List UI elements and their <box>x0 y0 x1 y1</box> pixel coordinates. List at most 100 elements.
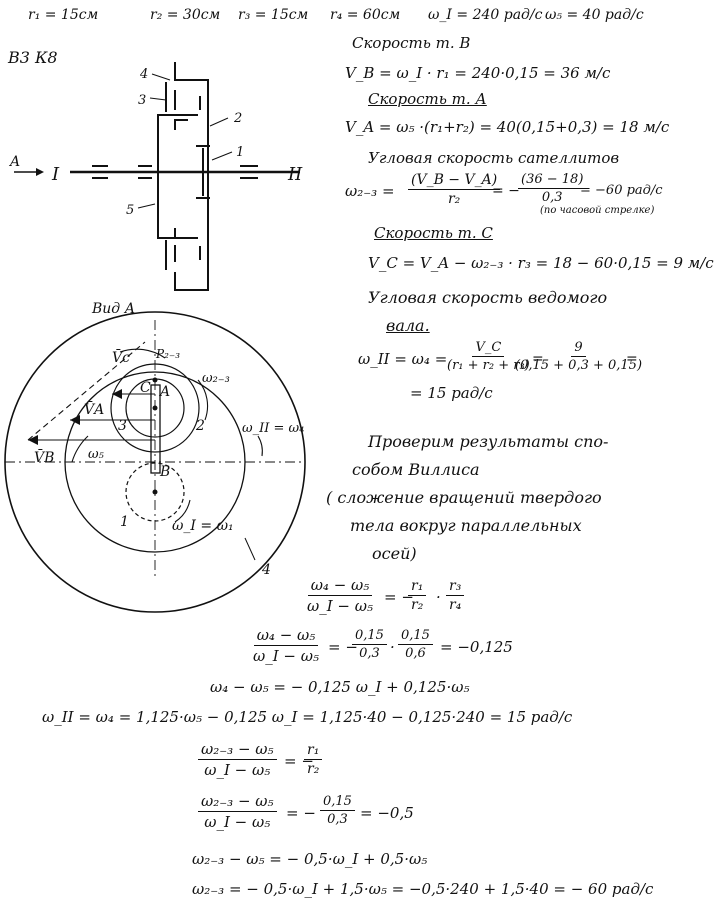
willis-eq2-f2-den: 0,6 <box>405 646 426 661</box>
given-r1: r₁ = 15см <box>28 7 99 23</box>
check-line-5: осей) <box>372 544 417 563</box>
w23-numerator-2: (36 − 18) <box>518 172 587 189</box>
given-r2: r₂ = 30см <box>150 7 221 23</box>
vc-equation: V_C = V_A − ω₂₋₃ · r₃ = 18 − 60·0,15 = 9… <box>368 254 714 272</box>
w23-result: = −60 рад/с <box>580 183 663 198</box>
wii-fraction-2: 9 (0,15 + 0,3 + 0,15) <box>512 340 645 373</box>
view-label-3: 3 <box>118 418 127 434</box>
shaft-title: Угловая скорость ведомого <box>368 288 608 307</box>
willis-eq6-den: ω_I − ω₅ <box>204 813 271 831</box>
check-line-3: ( сложение вращений твердого <box>326 488 602 507</box>
willis-eq1-f1-num: r₁ <box>408 578 427 596</box>
view-label-a: A <box>158 384 170 400</box>
view-label-p23: P₂₋₃ <box>155 347 180 361</box>
willis-eq2-dot: · <box>390 638 395 656</box>
va-title: Скорость т. А <box>368 90 487 108</box>
vb-title: Скорость т. В <box>352 34 471 52</box>
w23-lhs: ω₂₋₃ = <box>345 182 395 200</box>
wii-lhs: ω_II = ω₄ = <box>358 350 448 368</box>
willis-eq1-num: ω₄ − ω₅ <box>307 576 373 596</box>
willis-eq2-den: ω_I − ω₅ <box>253 647 320 665</box>
view-label-vc: V̄c <box>112 348 130 366</box>
wii-numerator: V_C <box>472 340 505 357</box>
view-label-w5: ω₅ <box>88 447 105 462</box>
willis-eq2-mid: = − <box>328 638 358 656</box>
label-1: 1 <box>236 145 244 160</box>
input-shaft-label: I <box>51 164 60 185</box>
willis-eq1-f1-den: r₂ <box>411 597 424 613</box>
given-r4: r₄ = 60см <box>330 7 401 23</box>
willis-eq5-f-num: r₁ <box>304 742 323 760</box>
check-line-1: Проверим результаты спо- <box>368 432 609 451</box>
wii-equals: = <box>532 351 544 367</box>
willis-eq6-f: 0,15 0,3 <box>320 794 355 827</box>
willis-eq6-mid: = − <box>286 804 316 822</box>
willis-eq4: ω_II = ω₄ = 1,125·ω₅ − 0,125 ω_I = 1,125… <box>42 708 573 726</box>
wii-tail: = <box>626 351 638 367</box>
willis-eq2-f2-num: 0,15 <box>398 628 433 645</box>
wii-numerator-2: 9 <box>571 340 586 357</box>
willis-eq1-f2-num: r₃ <box>446 578 465 596</box>
label-3: 3 <box>138 93 146 108</box>
willis-eq1-f2: r₃ r₄ <box>446 578 465 613</box>
input-arrow-label: A <box>8 154 20 170</box>
willis-eq8: ω₂₋₃ = − 0,5·ω_I + 1,5·ω₅ = −0,5·240 + 1… <box>192 880 654 898</box>
wii-denominator: (r₁ + r₂ + r₃) <box>447 358 530 373</box>
willis-eq5-num: ω₂₋₃ − ω₅ <box>198 740 277 760</box>
output-shaft-label: II <box>287 164 303 185</box>
willis-eq3: ω₄ − ω₅ = − 0,125 ω_I + 0,125·ω₅ <box>210 678 470 696</box>
willis-eq6-left: ω₂₋₃ − ω₅ ω_I − ω₅ <box>198 792 277 831</box>
willis-eq2-f2: 0,15 0,6 <box>398 628 433 661</box>
mechanism-diagram: A I II 4 3 2 1 5 <box>8 62 303 291</box>
willis-eq5-f: r₁ r₂ <box>304 742 323 777</box>
given-r3: r₃ = 15см <box>238 7 309 23</box>
willis-eq5-mid: = − <box>284 752 314 770</box>
w23-mid: = − <box>492 183 520 199</box>
view-label-wi: ω_I = ω₁ <box>172 518 234 534</box>
wii-denominator-2: (0,15 + 0,3 + 0,15) <box>515 358 643 373</box>
w23-denominator-2: 0,3 <box>541 190 563 205</box>
willis-eq1-den: ω_I − ω₅ <box>307 597 374 615</box>
willis-eq2-result: = −0,125 <box>440 638 513 656</box>
given-omega5: ω₅ = 40 рад/с <box>545 7 644 23</box>
willis-eq1-mid: = − <box>384 588 414 606</box>
shaft-title-2: вала. <box>386 316 430 335</box>
willis-eq2-num: ω₄ − ω₅ <box>253 626 319 646</box>
vb-equation: V_B = ω_I · r₁ = 240·0,15 = 36 м/с <box>345 64 611 82</box>
view-a-diagram: V̄c P₂₋₃ C A ω₂₋₃ V̄A 3 2 ω_II = ω₄ V̄B … <box>4 311 306 613</box>
label-5: 5 <box>126 203 134 218</box>
view-label-1: 1 <box>120 514 129 530</box>
willis-eq6-result: = −0,5 <box>360 804 414 822</box>
willis-eq5-f-den: r₂ <box>307 761 320 777</box>
view-label-b: B <box>159 464 170 480</box>
view-label-va: V̄A <box>84 400 104 418</box>
view-label-2: 2 <box>195 418 205 434</box>
w23-denominator: r₂ <box>447 191 461 207</box>
given-omega1: ω_I = 240 рад/с <box>428 7 543 23</box>
check-line-2: собом Виллиса <box>352 460 480 479</box>
willis-eq2-f1-den: 0,3 <box>359 646 380 661</box>
view-label-4: 4 <box>261 562 271 578</box>
wii-fraction-1: V_C (r₁ + r₂ + r₃) <box>444 340 533 373</box>
view-label-vb: V̄B <box>34 448 54 466</box>
view-label-c: C <box>140 380 151 396</box>
kinematics-solution-sheet: { "header": { "r1": "r₁ = 15см", "r2": "… <box>4 7 714 898</box>
w23-note: (по часовой стрелке) <box>540 205 655 216</box>
willis-eq1-f1: r₁ r₂ <box>408 578 427 613</box>
label-4: 4 <box>139 67 148 82</box>
view-label-w23: ω₂₋₃ <box>202 371 230 386</box>
willis-eq2-f1: 0,15 0,3 <box>352 628 387 661</box>
vc-title: Скорость т. С <box>374 224 493 242</box>
willis-eq6-f-num: 0,15 <box>320 794 355 811</box>
willis-eq1-f2-den: r₄ <box>449 597 462 613</box>
willis-eq5-den: ω_I − ω₅ <box>204 761 271 779</box>
label-2: 2 <box>233 111 242 126</box>
willis-eq2-f1-num: 0,15 <box>352 628 387 645</box>
willis-eq6-f-den: 0,3 <box>327 812 348 827</box>
willis-eq5-left: ω₂₋₃ − ω₅ ω_I − ω₅ <box>198 740 277 779</box>
willis-eq1-left: ω₄ − ω₅ ω_I − ω₅ <box>304 576 376 615</box>
w23-numerator: (V_B − V_A) <box>408 172 501 190</box>
view-title: Вид А <box>92 301 136 317</box>
w23-fraction-2: (36 − 18) 0,3 <box>518 172 587 205</box>
willis-eq7: ω₂₋₃ − ω₅ = − 0,5·ω_I + 0,5·ω₅ <box>192 850 428 868</box>
